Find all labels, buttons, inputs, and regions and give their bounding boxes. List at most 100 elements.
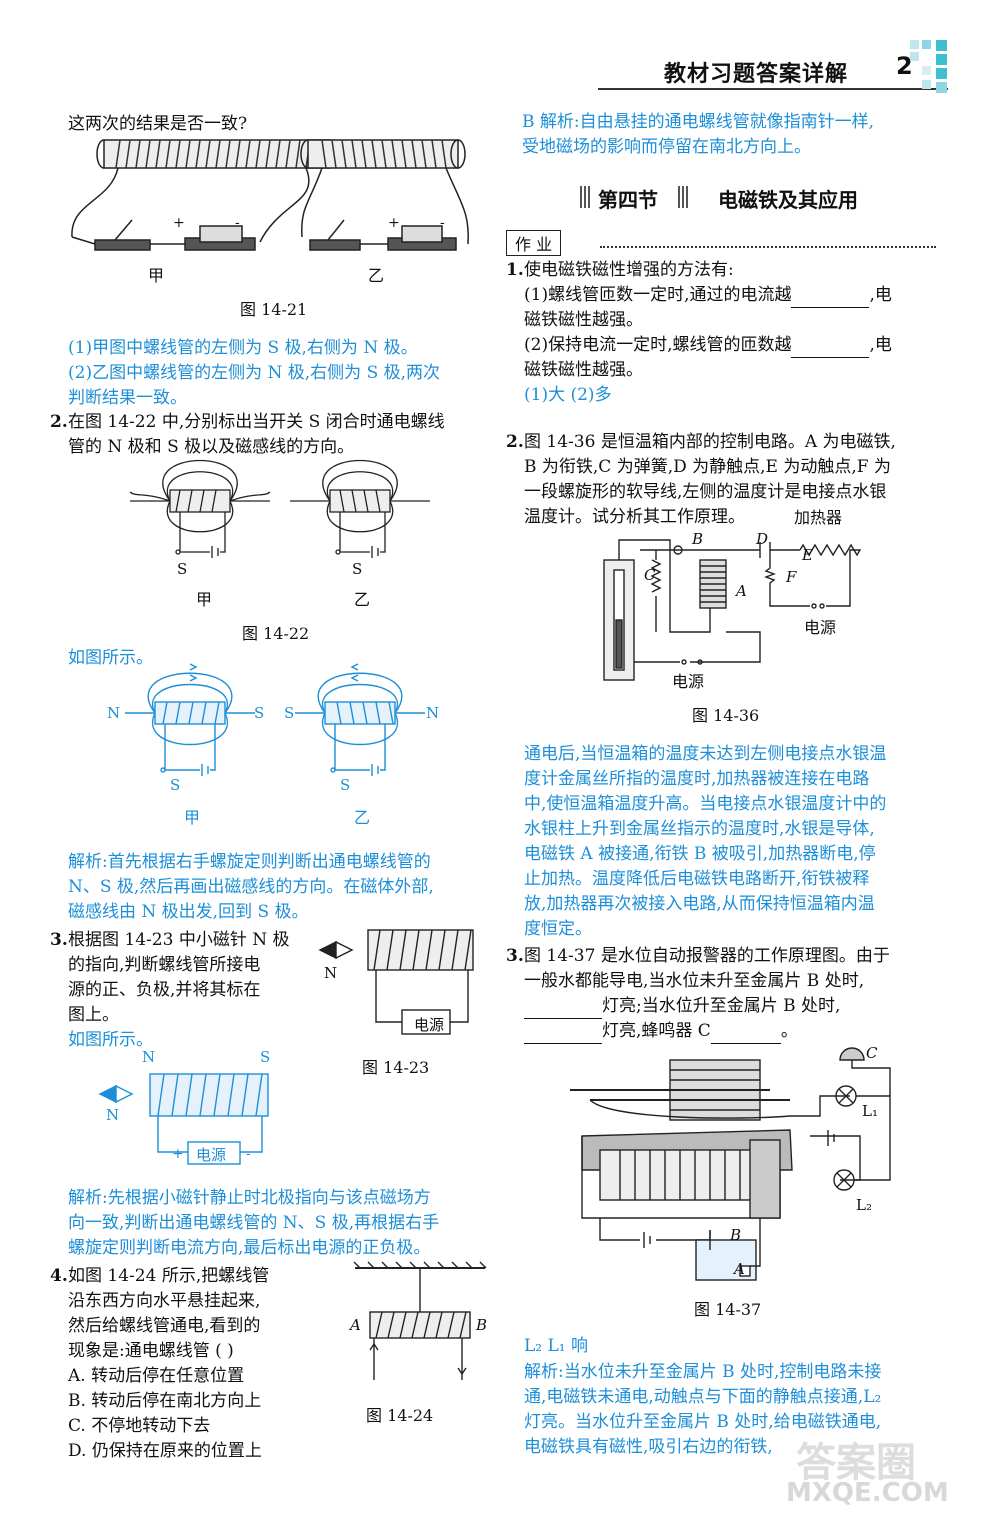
r2-line-2: B 为衔铁,C 为弹簧,D 为静触点,E 为动触点,F 为: [524, 457, 891, 477]
q3-line-4: 图上。: [68, 1005, 119, 1025]
q1-tail: 这两次的结果是否一致?: [68, 114, 248, 134]
fig1424-end-b: B: [476, 1316, 488, 1334]
q4-option-c: C. 不停地转动下去: [68, 1416, 211, 1436]
q2-line-1: 在图 14-22 中,分别标出当开关 S 闭合时通电螺线: [68, 412, 445, 432]
r2-number: 2.: [506, 432, 524, 452]
q2-line-2: 管的 N 极和 S 极以及磁感线的方向。: [68, 437, 355, 457]
fig1436-label-b: B: [692, 530, 704, 548]
fig1436-label-a: A: [736, 582, 747, 600]
q4-line-4: 现象是:通电螺线管 ( ): [68, 1341, 234, 1361]
r2-answer-line-7: 放,加热器再次被接入电路,从而保持恒温箱内温: [524, 894, 875, 914]
fig1423-ans-source: 电源: [196, 1146, 227, 1164]
figure-14-24: [353, 1261, 487, 1380]
fig1437-label-c: C: [866, 1044, 878, 1062]
r2-answer-line-1: 通电后,当恒温箱的温度未达到左侧电接点水银温: [524, 744, 887, 764]
fig1421-plus-b: +: [388, 215, 400, 231]
fig1436-label-d: D: [756, 530, 769, 548]
q3-line-1: 根据图 14-23 中小磁针 N 极: [68, 930, 290, 950]
homework-dotted-rule: [600, 246, 936, 248]
r1-line-1: 使电磁铁磁性增强的方法有:: [524, 260, 734, 280]
r3-analysis-line-1: 解析:当水位未升至金属片 B 处时,控制电路未接: [524, 1362, 882, 1382]
fig1422-ans-switch-a: S: [170, 776, 181, 794]
fig1436-heater: 加热器: [794, 508, 843, 527]
header-title: 教材习题答案详解: [664, 62, 849, 87]
r3-line-2: 一般水都能导电,当水位未升至金属片 B 处时,: [524, 971, 865, 991]
fig1421-label-a: 甲: [148, 266, 165, 285]
q4-option-b: B. 转动后停在南北方向上: [68, 1391, 262, 1411]
r1-sub2-blank: [791, 339, 870, 358]
r2-line-3: 一段螺旋形的软导线,左侧的温度计是电接点水银: [524, 482, 887, 502]
fig1436-label-f: F: [786, 568, 797, 586]
q4-answer-line-1: B 解析:自由悬挂的通电螺线管就像指南针一样,: [522, 112, 875, 132]
fig1422-ans-label-a: 甲: [184, 808, 201, 827]
figure-14-23: [318, 929, 474, 1035]
figure-14-21: [71, 139, 469, 251]
q1-answer-line-1: (1)甲图中螺线管的左侧为 S 极,右侧为 N 极。: [68, 338, 418, 358]
r3-line-3-text: 灯亮;当水位升至金属片 B 处时,: [602, 996, 841, 1016]
fig1422-ans-pole-b1: S: [284, 704, 295, 722]
q2-number: 2.: [50, 412, 68, 432]
fig1437-label-l2: L₂: [856, 1196, 872, 1214]
fig1437-label-l1: L₁: [862, 1102, 878, 1120]
r3-analysis-line-3: 灯亮。当水位升至金属片 B 处时,给电磁铁通电,: [524, 1412, 882, 1432]
fig1424-end-a: A: [350, 1316, 361, 1334]
r1-number: 1.: [506, 260, 524, 280]
fig1423-caption: 图 14-23: [362, 1058, 430, 1077]
q1-answer-line-3: 判断结果一致。: [68, 388, 187, 408]
r2-line-4: 温度计。试分析其工作原理。: [524, 507, 745, 527]
q1-answer-line-2: (2)乙图中螺线管的左侧为 N 极,右侧为 S 极,两次: [68, 363, 441, 383]
r3-line-4: 灯亮,蜂鸣器 C。: [524, 1019, 798, 1044]
q3-analysis-line-2: 向一致,判断出通电螺线管的 N、S 极,再根据右手: [68, 1213, 440, 1233]
fig1421-caption: 图 14-21: [240, 300, 308, 319]
watermark-logo: 答案圈: [796, 1440, 916, 1486]
r1-answer: (1)大 (2)多: [524, 385, 612, 405]
r1-sub1-line2: 磁铁磁性越强。: [524, 310, 643, 330]
q2-analysis-line-2: N、S 极,然后再画出磁感线的方向。在磁体外部,: [68, 877, 434, 897]
r3-blank-1: [524, 1000, 602, 1019]
figure-14-23-answer: [98, 1073, 269, 1165]
fig1436-caption: 图 14-36: [692, 706, 760, 725]
fig1421-minus-b: -: [440, 215, 445, 231]
r1-sub1-text: (1)螺线管匝数一定时,通过的电流越: [524, 285, 792, 305]
page-number: 2: [896, 52, 914, 80]
q4-option-a: A. 转动后停在任意位置: [68, 1366, 245, 1386]
r3-line-4-end: 。: [780, 1021, 798, 1041]
section-title: 电磁铁及其应用: [718, 188, 858, 212]
fig1436-label-c: C: [644, 566, 656, 584]
header-decoration-icon: [910, 40, 947, 93]
r2-answer-line-5: 电磁铁 A 被接通,衔铁 B 被吸引,加热器断电,停: [524, 844, 876, 864]
fig1423-ans-needle-label: N: [106, 1106, 120, 1124]
fig1424-caption: 图 14-24: [366, 1406, 434, 1425]
r2-answer-line-4: 水银柱上升到金属丝指示的温度时,水银是导体,: [524, 819, 875, 839]
r3-analysis-line-4: 电磁铁具有磁性,吸引右边的衔铁,: [524, 1437, 773, 1457]
q4-number: 4.: [50, 1266, 68, 1286]
fig1422-ans-pole-a2: S: [254, 704, 265, 722]
r3-line-1: 图 14-37 是水位自动报警器的工作原理图。由于: [524, 946, 890, 966]
fig1421-label-b: 乙: [368, 266, 385, 285]
fig1436-source-right: 电源: [804, 618, 837, 637]
r3-number: 3.: [506, 946, 524, 966]
q4-line-2: 沿东西方向水平悬挂起来,: [68, 1291, 261, 1311]
r1-sub2-text: (2)保持电流一定时,螺线管的匝数越: [524, 335, 792, 355]
q4-line-1: 如图 14-24 所示,把螺线管: [68, 1266, 270, 1286]
r1-sub2: (2)保持电流一定时,螺线管的匝数越 ,电: [524, 333, 892, 358]
q4-answer-line-2: 受地磁场的影响而停留在南北方向上。: [522, 137, 811, 157]
r1-sub2-tail: ,电: [869, 335, 892, 355]
section-ornament-left: [580, 186, 590, 208]
fig1422-ans-pole-a1: N: [107, 704, 121, 722]
fig1437-caption: 图 14-37: [694, 1300, 762, 1319]
r3-answer: L₂ L₁ 响: [524, 1336, 589, 1356]
homework-label: 作 业: [506, 230, 562, 256]
q2-analysis-line-1: 解析:首先根据右手螺旋定则判断出通电螺线管的: [68, 852, 431, 872]
q2-analysis-line-3: 磁感线由 N 极出发,回到 S 极。: [68, 902, 309, 922]
fig1423-needle-label: N: [324, 964, 338, 982]
figure-14-37: [570, 1047, 891, 1281]
fig1422-switch-b: S: [352, 560, 363, 578]
q3-analysis-line-1: 解析:先根据小磁针静止时北极指向与该点磁场方: [68, 1188, 431, 1208]
fig1422-label-a: 甲: [196, 590, 213, 609]
figure-14-22-answer: [125, 663, 425, 776]
r1-sub1: (1)螺线管匝数一定时,通过的电流越,电: [524, 283, 892, 308]
q3-line-3: 源的正、负极,并将其标在: [68, 980, 261, 1000]
fig1423-ans-pole-n: N: [142, 1048, 156, 1066]
fig1422-caption: 图 14-22: [242, 624, 310, 643]
